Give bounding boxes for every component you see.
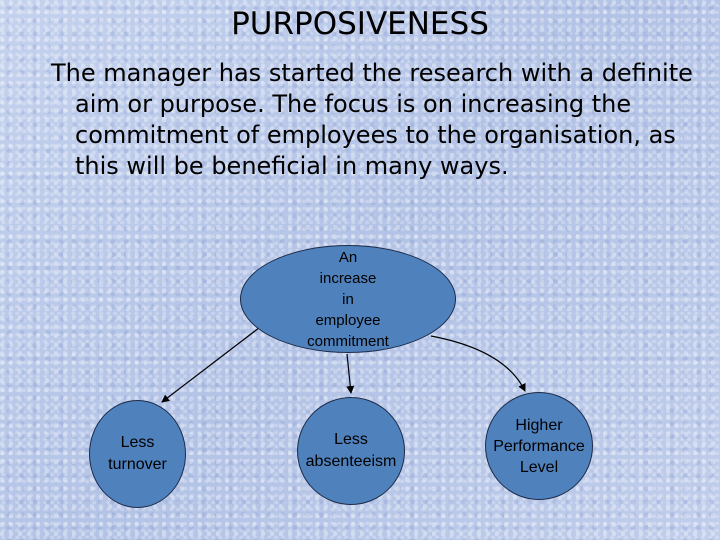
node-line: Less bbox=[120, 434, 155, 451]
node-line: absenteeism bbox=[305, 453, 397, 470]
node-line: Performance bbox=[493, 437, 585, 455]
node-line: Level bbox=[519, 458, 559, 476]
node-less-turnover: Less turnover bbox=[89, 400, 186, 508]
node-label: Less turnover bbox=[108, 432, 167, 476]
node-line: in bbox=[342, 290, 354, 308]
slide-body-text: The manager has started the research wit… bbox=[51, 59, 693, 180]
edge-top-to-mid bbox=[346, 353, 355, 394]
edge-top-to-right bbox=[430, 335, 526, 392]
node-label: Higher Performance Level bbox=[493, 415, 585, 478]
node-higher-performance: Higher Performance Level bbox=[485, 392, 593, 500]
node-line: commitment bbox=[307, 332, 389, 350]
edge-top-to-left bbox=[161, 320, 269, 403]
node-employee-commitment: An increase in employee commitment bbox=[240, 245, 456, 353]
slide-title: PURPOSIVENESS bbox=[231, 6, 489, 42]
node-line: Less bbox=[334, 431, 368, 448]
node-line: Higher bbox=[515, 416, 563, 434]
node-line: An bbox=[338, 248, 358, 266]
node-label: Less absenteeism bbox=[306, 429, 397, 473]
node-line: turnover bbox=[108, 456, 167, 473]
node-line: increase bbox=[319, 269, 377, 287]
node-line: employee bbox=[315, 311, 381, 329]
node-label: An increase in employee commitment bbox=[307, 247, 389, 352]
node-less-absenteeism: Less absenteeism bbox=[297, 397, 405, 505]
